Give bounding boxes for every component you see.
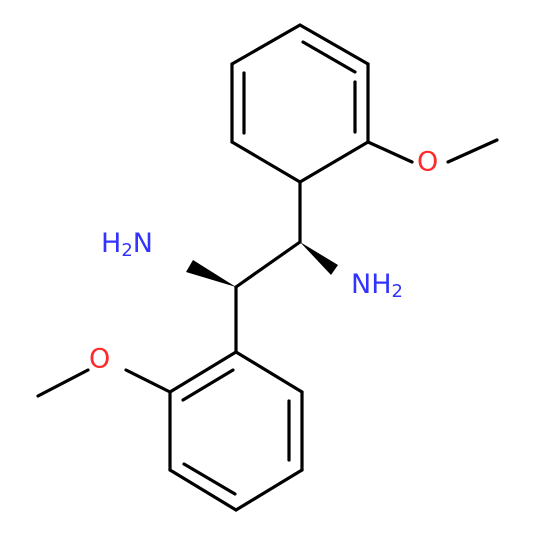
amine-left-h: H — [101, 228, 121, 259]
amine-left-label: H2N — [101, 228, 153, 262]
top-benzene-ring — [230, 23, 370, 184]
amine-left-subscript: 2 — [121, 240, 132, 261]
double-bond-inner — [182, 462, 237, 496]
bottom-benzene-ring — [168, 350, 304, 512]
amine-left-n: N — [133, 228, 153, 259]
oxygen-upper-label: O — [417, 147, 438, 178]
bond — [234, 468, 304, 512]
bond — [234, 240, 302, 289]
bond — [36, 368, 90, 398]
bond — [366, 140, 414, 164]
double-bond-inner — [301, 40, 357, 74]
bond — [298, 140, 370, 184]
lower-methoxy — [36, 368, 172, 398]
bond — [124, 368, 172, 394]
amine-right-nh: NH — [351, 269, 392, 300]
bond — [298, 23, 370, 66]
bond — [230, 140, 302, 184]
bond — [234, 350, 304, 394]
wedge-bond — [186, 260, 236, 287]
bond — [168, 350, 238, 394]
bond — [446, 138, 499, 164]
double-bond-inner — [181, 368, 235, 402]
bond — [168, 468, 238, 512]
amine-right-label: NH2 — [351, 269, 403, 303]
upper-methoxy — [366, 138, 499, 164]
wedge-bond — [300, 242, 338, 275]
bond — [230, 23, 302, 66]
oxygen-lower-label: O — [89, 344, 110, 375]
amine-right-subscript: 2 — [392, 281, 403, 302]
